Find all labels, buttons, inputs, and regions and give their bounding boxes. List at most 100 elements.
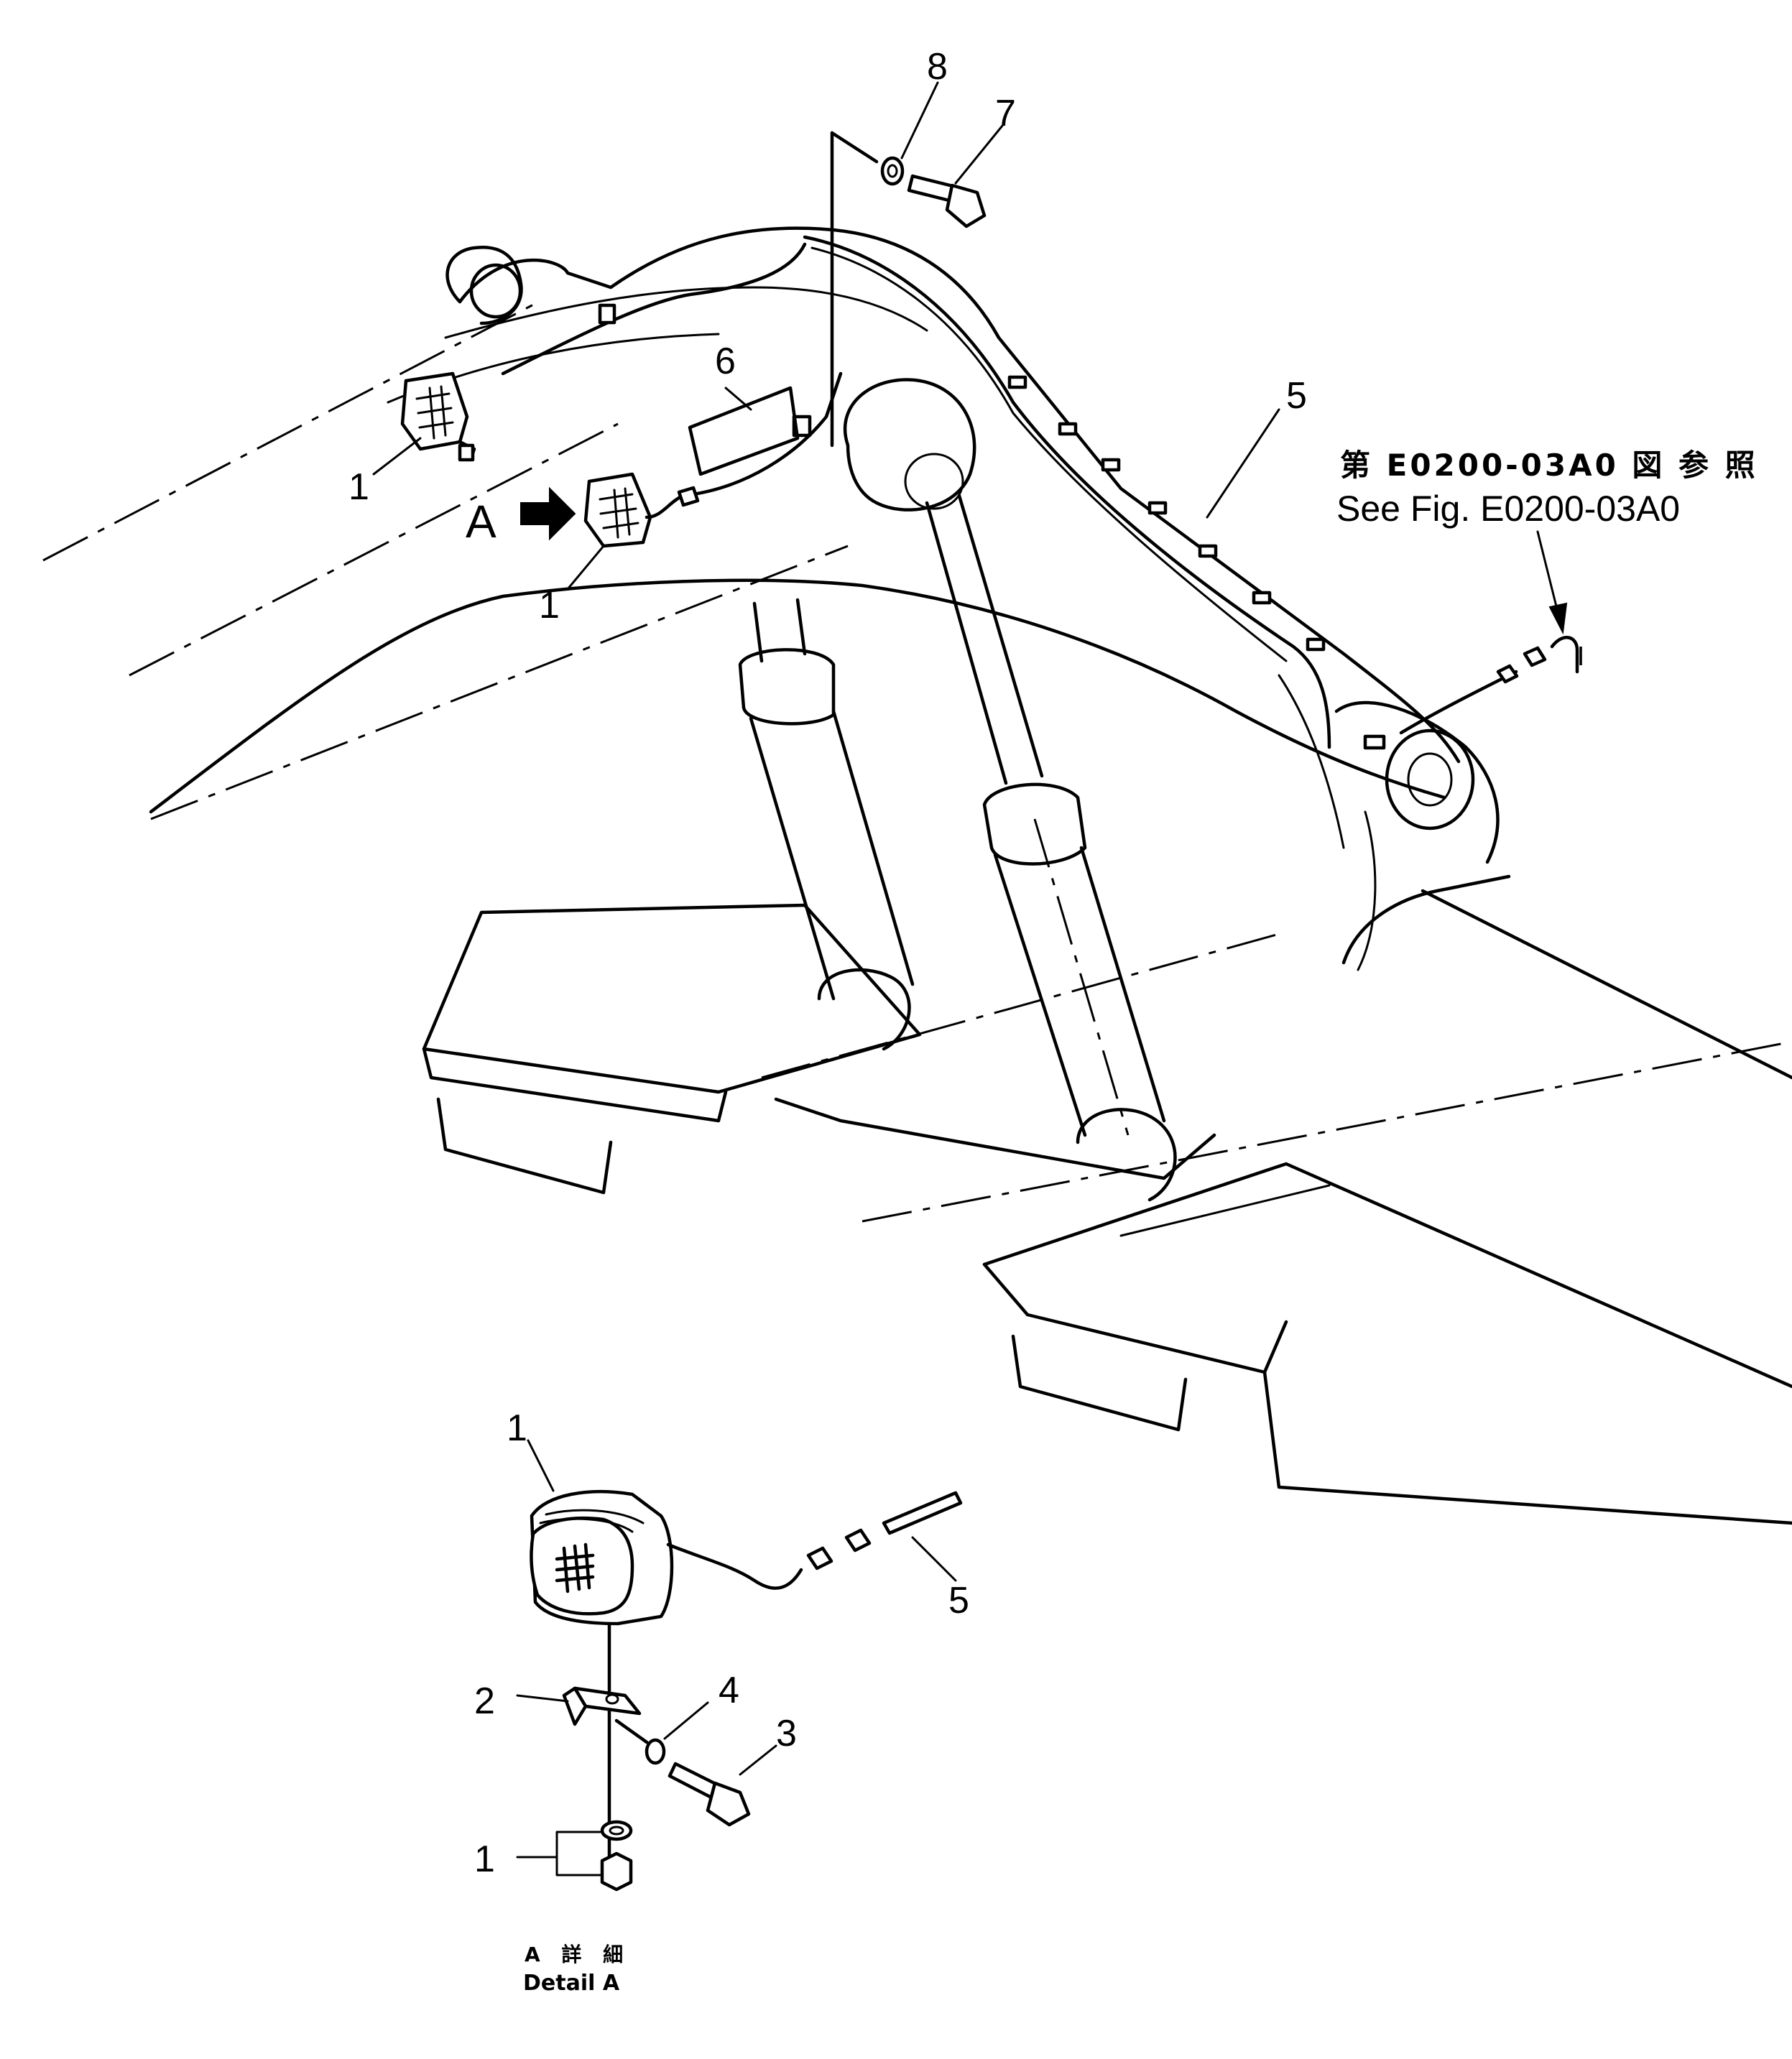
boom-cylinder-assembly [738,378,1177,1202]
detail-leader-2 [516,1694,569,1703]
boom-foot-pin [469,263,522,319]
wiring-harness [501,235,1582,750]
cylinder-barrel-left [993,853,1087,1137]
detail-washer-1 [600,1820,633,1841]
cylinder2-foot [817,968,911,1051]
lamp-grille [599,487,639,539]
cylinder2-barrel-right [831,709,915,986]
detail-leader-1-nut [516,1831,601,1877]
lamp-cord [645,494,685,519]
clamp [1306,637,1326,652]
cylinder-barrel-center [1033,818,1130,1136]
detail-connector-1 [806,1546,833,1570]
frame-middle-deck [774,1097,1216,1180]
view-marker-a: A [466,496,497,547]
plate-6 [688,386,800,476]
clamp [1007,375,1027,389]
harness-boom-b [810,246,1288,662]
track-right-handle [1011,1334,1188,1432]
lamp-connector [677,486,700,507]
boom-web-2 [1357,810,1377,971]
centerline-3 [150,545,849,820]
part-6-plate [688,386,800,476]
cylinder2-rod-left [752,601,764,663]
lamp-grille [415,385,454,440]
detail-washer-4 [645,1738,666,1765]
frame-right-wall [1341,874,1511,965]
ref-arrow-head [1548,602,1568,635]
callout-8: 8 [927,46,948,88]
detail-lamp-cord [666,1542,803,1590]
detail-leader-4 [663,1701,709,1740]
connector-right-a [1496,664,1519,684]
view-a-arrow [520,486,576,541]
detail-bracket-2-tab [562,1686,588,1726]
callout-1-upper: 1 [348,466,369,508]
detail-harness-5 [882,1491,963,1535]
boom-head-pin-inner [1407,752,1453,807]
boom-lower-edge [149,578,1446,814]
harness-boom [803,235,1331,749]
detail-leader-3 [739,1744,777,1776]
clamp [1198,544,1218,558]
connector-right-hook [1550,636,1579,674]
centerline-1 [42,300,540,562]
clamp [1058,422,1078,436]
detail-leader-1-lamp [527,1439,555,1492]
cylinder-barrel-right [1079,846,1166,1123]
detail-nut-1 [600,1851,633,1892]
leader-5 [1206,408,1280,519]
reference-jp: 第 E0200-03A0 図 参 照 [1340,448,1758,483]
centerline-4 [761,933,1280,1079]
clamp [1101,458,1121,472]
detail-caption-jp: A 詳 細 [525,1943,630,1966]
lamp-body [583,472,652,548]
frame-right-plate [1421,889,1792,1080]
clamp [1363,734,1386,750]
cylinder-foot [1076,1108,1177,1202]
callout-4: 4 [719,1670,739,1711]
detail-bolt-line [614,1718,649,1744]
labels: 1 1 6 8 7 5 A 第 E0200-03A0 図 参 照 See Fig… [348,46,1758,1996]
cylinder-band [982,782,1087,866]
boom-assembly [149,226,1500,971]
upper-frame [42,300,1792,1525]
cylinder2-band [738,648,836,726]
detail-bracket-hole [605,1693,619,1705]
bolt-washer-upper [830,131,987,448]
harness-main [501,242,807,376]
leader-6 [724,387,752,411]
main-leaders [372,81,1280,591]
leader-1-upper [372,437,422,476]
frame-left-lower [422,1047,728,1123]
cylinder2-rod-right [795,598,807,656]
boom-head-plate [1334,700,1500,864]
mount-line-top [830,131,879,164]
cylinder-head-pin [904,453,964,510]
work-lamp-view-a [583,472,700,548]
track-right-top [1119,1184,1331,1237]
reference-arrow [1536,530,1568,635]
connector-right-b [1523,646,1547,667]
callout-1-middle: 1 [539,585,560,626]
clamp [1147,501,1168,515]
harness-clamps [598,303,1386,750]
leader-1-middle [566,545,605,591]
callout-6: 6 [715,341,736,382]
callout-1-detail-lamp: 1 [507,1407,527,1449]
leader-7 [954,124,1004,185]
harness-branch-lamp [680,371,843,498]
cylinder-rod-right [957,494,1044,778]
centerline-2 [129,422,619,677]
callout-5-upper: 5 [1286,375,1307,417]
arrow-shape [520,486,576,541]
track-right-lower [1262,1370,1792,1525]
detail-lamp-rib1 [539,1517,634,1533]
detail-caption-en: Detail A [523,1971,620,1996]
detail-leader-5 [911,1536,957,1582]
reference-en: See Fig. E0200-03A0 [1336,489,1680,529]
bolt-7-head [945,183,987,228]
lamp-bracket-tab [458,443,475,462]
boom-web-1 [1278,674,1345,849]
